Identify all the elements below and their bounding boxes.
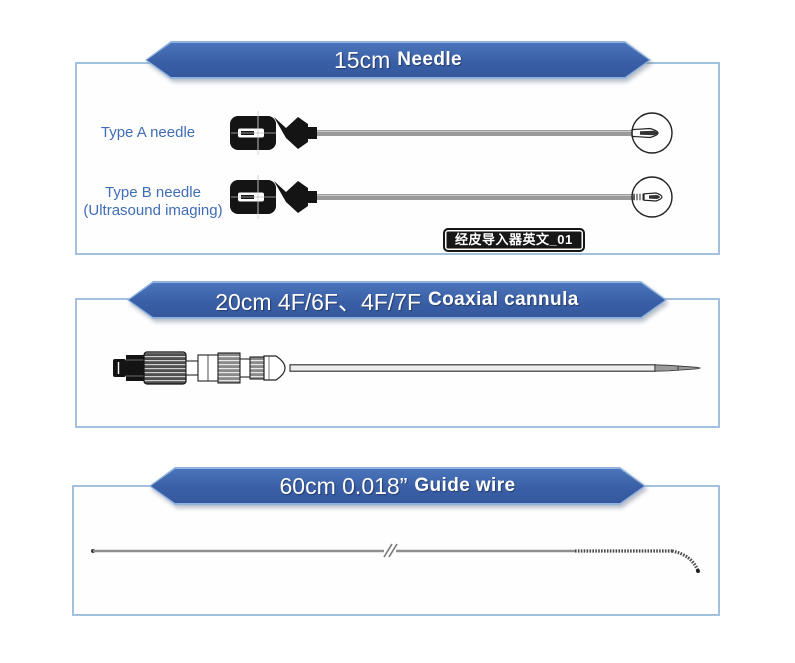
type-b-needle-label: Type B needle (Ultrasound imaging)	[83, 184, 223, 219]
banner-cannula-face: 20cm 4F/6F、4F/7F Coaxial cannula	[129, 283, 665, 317]
banner-cannula-size: 20cm 4F/6F、4F/7F	[215, 289, 422, 315]
banner-needle-title: Needle	[397, 49, 462, 70]
banner-cannula-title: Coaxial cannula	[428, 289, 579, 310]
coiled-tip	[575, 549, 700, 573]
needle-tip	[643, 192, 663, 202]
needle-tip	[631, 127, 659, 139]
banner-needle-edge: 15cm Needle	[145, 41, 651, 79]
guide-wire-illustration	[91, 543, 700, 573]
tip-zoom-circle	[631, 176, 673, 218]
needle-shaft	[317, 130, 635, 136]
banner-guidewire-face: 60cm 0.018” Guide wire	[151, 469, 644, 503]
type-a-needle-illustration	[230, 111, 673, 155]
echogenic-markings	[633, 193, 644, 201]
needle-hub	[230, 111, 317, 155]
cannula-hub	[113, 351, 286, 385]
cannula-tip	[654, 364, 702, 372]
needle-shaft	[317, 194, 635, 200]
banner-needle-size: 15cm	[334, 46, 391, 73]
type-b-needle-illustration	[230, 175, 673, 219]
banner-needle: 15cm Needle	[145, 41, 651, 79]
cannula-shaft	[289, 364, 656, 372]
banner-guidewire: 60cm 0.018” Guide wire	[149, 467, 646, 505]
banner-needle-face: 15cm Needle	[147, 43, 649, 77]
tip-zoom-circle	[631, 112, 673, 154]
needle-hub	[230, 175, 317, 219]
type-a-needle-label: Type A needle	[100, 124, 196, 141]
filename-badge: 经皮导入器英文_01	[443, 228, 585, 252]
banner-guidewire-edge: 60cm 0.018” Guide wire	[149, 467, 646, 505]
break-marks	[383, 543, 398, 558]
coaxial-cannula-illustration	[113, 351, 702, 385]
banner-cannula-edge: 20cm 4F/6F、4F/7F Coaxial cannula	[127, 281, 667, 319]
banner-guidewire-title: Guide wire	[414, 475, 516, 496]
needle-panel	[75, 62, 720, 255]
banner-guidewire-size: 60cm 0.018”	[279, 472, 408, 499]
banner-cannula: 20cm 4F/6F、4F/7F Coaxial cannula	[127, 281, 667, 319]
